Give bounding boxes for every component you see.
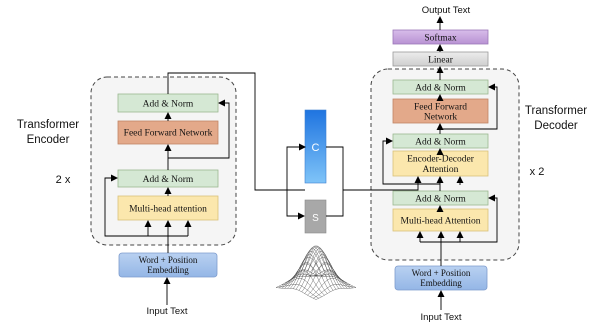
- gaussian-surface-line: [287, 262, 328, 294]
- encoder-feed-forward-label: Feed Forward Network: [124, 129, 213, 139]
- encoder-add-norm-top-label: Add & Norm: [143, 100, 194, 110]
- gaussian-surface-line: [298, 248, 340, 291]
- encoder-connections: [104, 72, 305, 305]
- decoder-enc-dec-line1: Encoder-Decoder: [407, 155, 475, 165]
- c-label: C: [312, 142, 320, 154]
- decoder-title-line2: Decoder: [534, 120, 578, 132]
- encoder-input-text: Input Text: [146, 306, 187, 317]
- gaussian-surface-line: [301, 254, 342, 292]
- gaussian-surface-line: [295, 245, 337, 290]
- encoder-embedding-line2: Embedding: [147, 265, 189, 275]
- encoder-add-norm-bottom-label: Add & Norm: [143, 175, 194, 185]
- encoder-multihead-attention: [117, 195, 219, 221]
- decoder-feed-forward-line2: Network: [424, 113, 457, 123]
- middle-connections: [286, 143, 368, 220]
- gaussian-surface-line: [307, 270, 348, 296]
- decoder-add-norm-3-label: Add & Norm: [415, 195, 466, 205]
- decoder-title-line1: Transformer: [525, 105, 587, 117]
- encoder-multihead-attention-label: Multi-head attention: [129, 205, 207, 215]
- gaussian-surface-line: [298, 246, 340, 289]
- encoder-title-line2: Encoder: [27, 134, 70, 146]
- decoder-connections: [368, 16, 498, 310]
- gaussian-surface-line: [290, 254, 331, 292]
- encoder-embedding-line1: Word + Position: [139, 255, 198, 265]
- gaussian-surface-line: [275, 287, 317, 300]
- gaussian-surface-line: [315, 287, 357, 300]
- decoder-feed-forward-line1: Feed Forward: [414, 103, 467, 113]
- gaussian-surface-line: [281, 278, 322, 297]
- decoder-input-text: Input Text: [420, 312, 461, 323]
- gaussian-surface-line: [278, 284, 319, 299]
- s-label: S: [312, 213, 319, 224]
- decoder-softmax-label: Softmax: [424, 33, 456, 44]
- decoder-repeat-label: x 2: [530, 166, 545, 178]
- gaussian-surface-line: [292, 246, 334, 289]
- decoder-linear-label: Linear: [428, 56, 454, 66]
- gaussian-surface-line: [310, 278, 351, 297]
- encoder-title-line1: Transformer: [17, 119, 79, 131]
- gaussian-surface-line: [292, 248, 334, 291]
- decoder-multihead-attention-label: Multi-head Attention: [401, 217, 481, 227]
- decoder-feed-forward: [392, 98, 489, 124]
- gaussian-surface-plot: [275, 245, 357, 300]
- decoder-add-norm-1-label: Add & Norm: [415, 84, 466, 94]
- gaussian-surface-line: [295, 245, 337, 290]
- decoder-embedding-line2: Embedding: [420, 278, 462, 288]
- s-box: [304, 199, 327, 234]
- encoder-repeat-label: 2 x: [56, 174, 71, 186]
- gaussian-surface-line: [284, 270, 325, 296]
- decoder-enc-dec-line2: Attention: [423, 165, 459, 175]
- decoder-add-norm-2-label: Add & Norm: [415, 138, 466, 148]
- decoder-embedding-line1: Word + Position: [412, 268, 471, 278]
- decoder-output-text: Output Text: [422, 5, 471, 16]
- gaussian-surface-line: [304, 262, 345, 294]
- gaussian-surface-line: [313, 284, 354, 299]
- decoder-enc-dec-attention: [392, 150, 489, 177]
